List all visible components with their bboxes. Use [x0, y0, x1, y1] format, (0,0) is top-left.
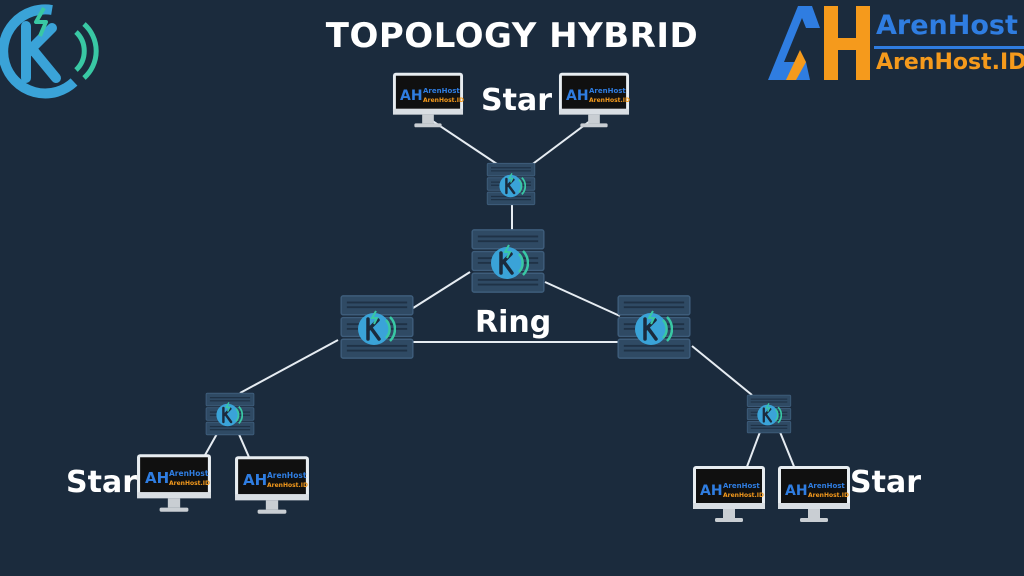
label-star-right: Star — [850, 465, 921, 500]
page-title: TOPOLOGY HYBRID — [325, 16, 699, 56]
brand-domain: ArenHost.ID — [876, 50, 1024, 75]
ring-server-left — [340, 295, 414, 359]
screen-domain-bl1: ArenHost.ID — [169, 480, 210, 487]
screen-domain-br1: ArenHost.ID — [723, 492, 764, 499]
arenhost-logo-mark-icon — [768, 6, 870, 80]
label-star-top: Star — [481, 83, 552, 118]
screen-brand-bl2: ArenHost — [267, 471, 307, 480]
screen-brand-tl: ArenHost — [423, 87, 460, 95]
right-star-hub-server — [746, 394, 792, 434]
screen-mark-tl-ah: AH — [400, 88, 423, 104]
screen-mark-bl2-ah: AH — [243, 471, 267, 489]
brand-name: ArenHost — [876, 10, 1018, 41]
screen-brand-marks: AH ArenHost ArenHost.ID AH ArenHost Aren… — [145, 87, 849, 499]
top-star-hub-server — [486, 162, 536, 206]
brand-divider — [874, 46, 1024, 49]
ring-server-top — [471, 229, 545, 293]
screen-mark-bl1-ah: AH — [145, 469, 169, 487]
screen-brand-br1: ArenHost — [723, 482, 760, 490]
screen-domain-bl2: ArenHost.ID — [267, 482, 308, 489]
label-star-left: Star — [66, 465, 137, 500]
screen-domain-br2: ArenHost.ID — [808, 492, 849, 499]
screen-mark-tr-ah: AH — [566, 88, 589, 104]
link-ring-right-hub — [691, 345, 753, 396]
screen-brand-bl1: ArenHost — [169, 469, 209, 478]
left-star-hub-server — [205, 392, 255, 436]
screen-domain-tl: ArenHost.ID — [423, 97, 464, 104]
screen-mark-br1-ah: AH — [700, 483, 723, 499]
link-ring-top-right — [544, 281, 621, 317]
screen-domain-tr: ArenHost.ID — [589, 97, 630, 104]
screen-brand-tr: ArenHost — [589, 87, 626, 95]
ring-server-right — [617, 295, 691, 359]
link-ring-top-left — [409, 271, 471, 311]
screen-mark-br2-ah: AH — [785, 483, 808, 499]
link-ring-left-hub — [239, 339, 339, 394]
k-logo-icon — [0, 4, 99, 99]
screen-brand-br2: ArenHost — [808, 482, 845, 490]
label-ring: Ring — [475, 305, 552, 340]
